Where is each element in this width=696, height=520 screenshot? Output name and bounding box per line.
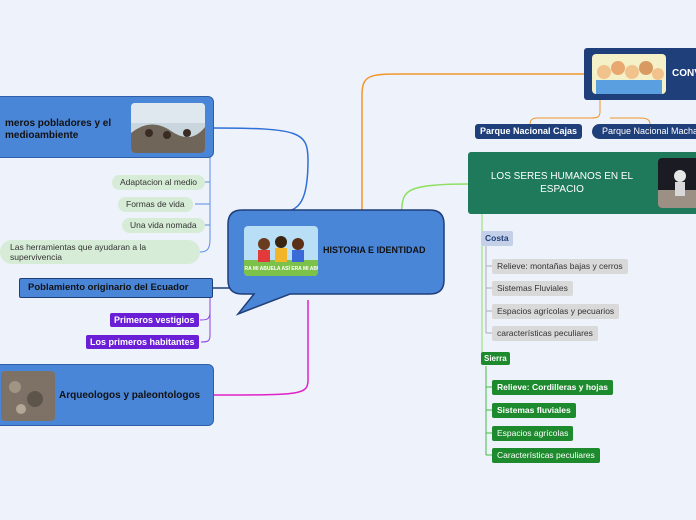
sierra-node[interactable]: Sierra — [481, 352, 510, 365]
park-cajas[interactable]: Parque Nacional Cajas — [475, 124, 583, 139]
leaf-sierra-espacios[interactable]: Espacios agrícolas — [492, 426, 574, 441]
pobladores-node[interactable]: meros pobladores y el medioambiente — [0, 96, 214, 158]
leaf-vida-nomada[interactable]: Una vida nomada — [122, 218, 205, 233]
pobladores-label: meros pobladores y el medioambiente — [5, 118, 112, 141]
seres-thumbnail — [658, 158, 696, 208]
leaf-sierra-caracteristicas[interactable]: Características peculiares — [492, 448, 600, 463]
arqueologos-node[interactable]: Arqueologos y paleontologos — [0, 364, 214, 426]
leaf-adaptacion[interactable]: Adaptacion al medio — [112, 175, 206, 190]
center-thumbnail: ASÍ ERA MI ABUELA ASÍ ERA MI ABUELA — [244, 226, 318, 276]
leaf-herramientas[interactable]: Las herramientas que ayudaran a la super… — [0, 240, 200, 264]
leaf-costa-relieve[interactable]: Relieve: montañas bajas y cerros — [492, 259, 628, 274]
conv-label: CONV — [672, 68, 696, 79]
arqueologos-thumbnail — [1, 371, 55, 421]
center-title: HISTORIA E IDENTIDAD — [323, 245, 426, 255]
pobladores-thumbnail — [131, 103, 205, 153]
conv-thumbnail — [592, 54, 666, 94]
poblamiento-node[interactable]: Poblamiento originario del Ecuador — [19, 278, 213, 298]
leaf-primeros-habitantes[interactable]: Los primeros habitantes — [86, 335, 199, 349]
leaf-sierra-relieve[interactable]: Relieve: Cordilleras y hojas — [492, 380, 614, 395]
conv-node[interactable]: CONV — [584, 48, 696, 100]
leaf-costa-fluviales[interactable]: Sistemas Fluviales — [492, 281, 573, 296]
leaf-costa-espacios[interactable]: Espacios agrícolas y pecuarios — [492, 304, 620, 319]
thumb-caption: ASÍ ERA MI ABUELA ASÍ ERA MI ABUELA — [244, 264, 318, 272]
costa-node[interactable]: Costa — [481, 231, 513, 246]
seres-node[interactable]: LOS SERES HUMANOS EN EL ESPACIO — [468, 152, 696, 214]
arqueologos-label: Arqueologos y paleontologos — [59, 390, 201, 401]
leaf-sierra-fluviales[interactable]: Sistemas fluviales — [492, 403, 576, 418]
seres-label: LOS SERES HUMANOS EN EL ESPACIO — [490, 171, 634, 195]
leaf-formas-de-vida[interactable]: Formas de vida — [118, 197, 193, 212]
park-machalilla[interactable]: Parque Nacional Macha — [592, 124, 696, 139]
leaf-costa-caracteristicas[interactable]: características peculiares — [492, 326, 598, 341]
leaf-primeros-vestigios[interactable]: Primeros vestigios — [110, 313, 199, 327]
